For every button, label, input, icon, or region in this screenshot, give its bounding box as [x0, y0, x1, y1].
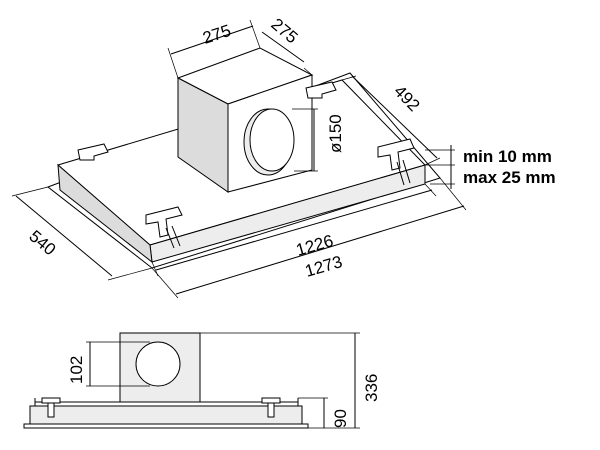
- dim-duct-height: 102: [67, 341, 150, 387]
- dim-total-height: 336: [200, 332, 381, 429]
- dim-depth-outer-label: 540: [25, 227, 59, 260]
- dim-duct-diameter: ø150: [292, 108, 345, 172]
- gap-min-label: min 10 mm: [463, 147, 552, 166]
- bracket-front-left: [145, 206, 183, 249]
- bracket-front-right: [377, 138, 415, 186]
- gap-max-label: max 25 mm: [463, 168, 556, 187]
- dim-total-height-label: 336: [362, 374, 381, 402]
- bracket-back-left: [77, 143, 109, 161]
- dim-motor-width-label: 275: [200, 21, 233, 48]
- side-view: 102 336 90: [23, 332, 381, 429]
- side-body-flange: [23, 423, 309, 429]
- dim-motor-depth-label: 275: [267, 15, 301, 48]
- bracket-back-right: [305, 81, 337, 99]
- dim-body-height: 90: [298, 397, 350, 428]
- side-duct-outlet: [135, 341, 181, 387]
- side-body: [29, 405, 303, 427]
- side-bracket-left: [41, 397, 61, 418]
- dim-depth-inner-label: 492: [390, 82, 423, 116]
- dim-body-height-label: 90: [331, 409, 350, 428]
- dim-duct-diameter-label: ø150: [326, 114, 345, 153]
- duct-outlet: [249, 108, 295, 172]
- gap-indicator: min 10 mm max 25 mm: [425, 145, 556, 189]
- isometric-view: 275 275 492 ø150 min 10 mm: [11, 15, 556, 299]
- dim-duct-height-label: 102: [67, 356, 86, 384]
- side-bracket-right: [261, 397, 281, 418]
